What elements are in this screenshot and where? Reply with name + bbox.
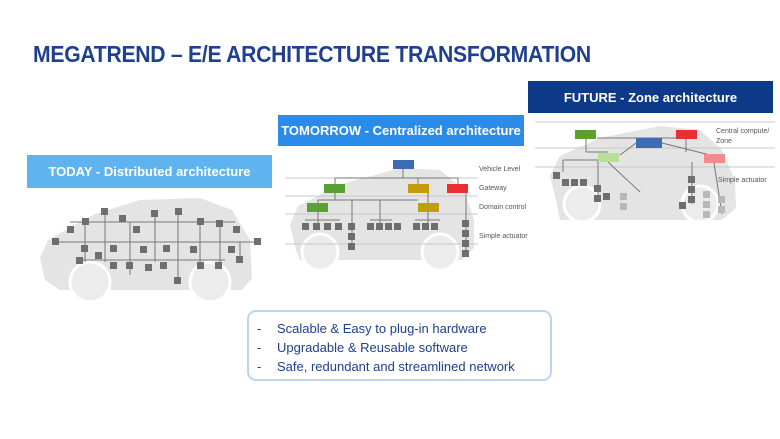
tomorrow-domain-node-gold <box>418 203 439 212</box>
tomorrow-gateway-node-gold <box>408 184 429 193</box>
today-label: TODAY - Distributed architecture <box>27 155 272 188</box>
future-actuator-nodes <box>553 172 695 209</box>
tomorrow-diagram: Vehicle Level Gateway Domain control Sim… <box>285 160 528 272</box>
tomorrow-gateway-node-green <box>324 184 345 193</box>
page-title: MEGATREND – E/E ARCHITECTURE TRANSFORMAT… <box>33 41 591 67</box>
future-zone-node-pink <box>704 154 725 163</box>
future-central-node-blue <box>636 138 662 148</box>
today-car-wheel-front <box>68 260 112 304</box>
future-actuator-nodes-light <box>620 191 725 218</box>
tomorrow-actuator-nodes <box>302 220 469 257</box>
tomorrow-car-wheel-front <box>300 232 340 272</box>
future-diagram: Central compute/ Zone Simple actuator <box>535 121 775 224</box>
today-diagram <box>40 198 261 304</box>
future-central-node-red <box>676 130 697 139</box>
future-layer-central-compute: Central compute/ <box>716 128 769 135</box>
tomorrow-gateway-node-red <box>447 184 468 193</box>
future-central-node-green <box>575 130 596 139</box>
bullet-dash: - <box>257 359 262 374</box>
tomorrow-vehicle-level-node <box>393 160 414 169</box>
tomorrow-layer-simple-actuator: Simple actuator <box>479 233 528 240</box>
tomorrow-layer-gateway: Gateway <box>479 185 507 192</box>
future-label: FUTURE - Zone architecture <box>528 81 773 113</box>
benefit-text: Safe, redundant and streamlined network <box>277 359 515 374</box>
tomorrow-label: TOMORROW - Centralized architecture <box>278 115 524 146</box>
bullet-dash: - <box>257 321 262 336</box>
bullet-dash: - <box>257 340 262 355</box>
benefits-box: - Scalable & Easy to plug-in hardware - … <box>247 310 552 381</box>
future-car-wheel-rear <box>680 184 720 224</box>
tomorrow-car-wheel-rear <box>420 232 460 272</box>
future-layer-zone: Zone <box>716 138 732 145</box>
benefit-item: - Scalable & Easy to plug-in hardware <box>257 319 550 338</box>
benefit-item: - Safe, redundant and streamlined networ… <box>257 357 550 376</box>
today-ecu-nodes <box>52 208 261 284</box>
future-zone-node-green <box>598 153 619 162</box>
future-layer-simple-actuator: Simple actuator <box>718 177 767 184</box>
tomorrow-layer-domain-control: Domain control <box>479 204 527 211</box>
today-car-wheel-rear <box>188 260 232 304</box>
tomorrow-layer-vehicle-level: Vehicle Level <box>479 166 521 173</box>
benefit-item: - Upgradable & Reusable software <box>257 338 550 357</box>
benefit-text: Upgradable & Reusable software <box>277 340 468 355</box>
tomorrow-domain-node-green <box>307 203 328 212</box>
benefit-text: Scalable & Easy to plug-in hardware <box>277 321 487 336</box>
